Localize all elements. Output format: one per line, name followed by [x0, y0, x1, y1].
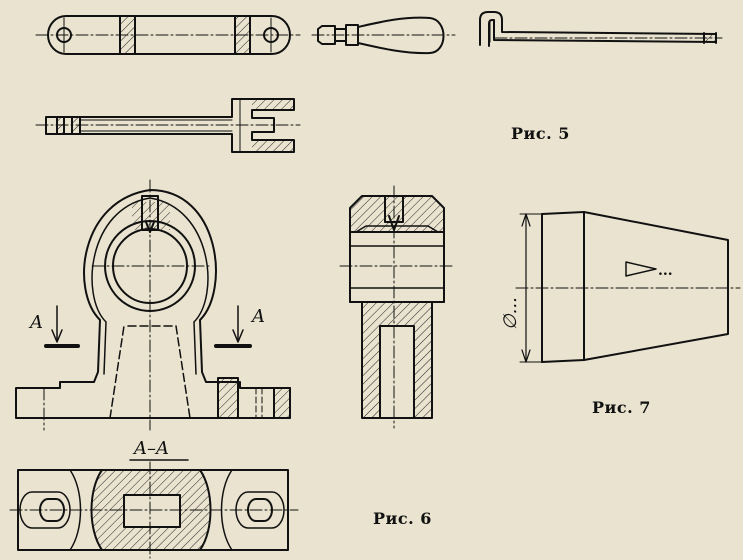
fig6-side-view — [339, 185, 455, 429]
taper-dots-label: ... — [658, 263, 673, 279]
fig6-front-view — [15, 179, 291, 431]
fig5-bent-rod — [479, 11, 723, 47]
fig5-caption: Рис. 5 — [511, 124, 570, 143]
section-title-label: A–A — [132, 438, 169, 459]
diameter-label: ∅... — [500, 297, 521, 330]
fig5-handle — [311, 16, 456, 55]
fig5-link-bar — [35, 15, 301, 55]
fig6-section-aa — [9, 459, 299, 559]
fig7-taper-part — [515, 211, 741, 363]
section-cut-label-left: A — [28, 312, 43, 333]
fig7-caption: Рис. 7 — [592, 398, 651, 417]
section-cut-label-right: A — [250, 306, 265, 327]
fig5-fork-rod — [35, 98, 301, 153]
fig6-caption: Рис. 6 — [373, 509, 432, 528]
